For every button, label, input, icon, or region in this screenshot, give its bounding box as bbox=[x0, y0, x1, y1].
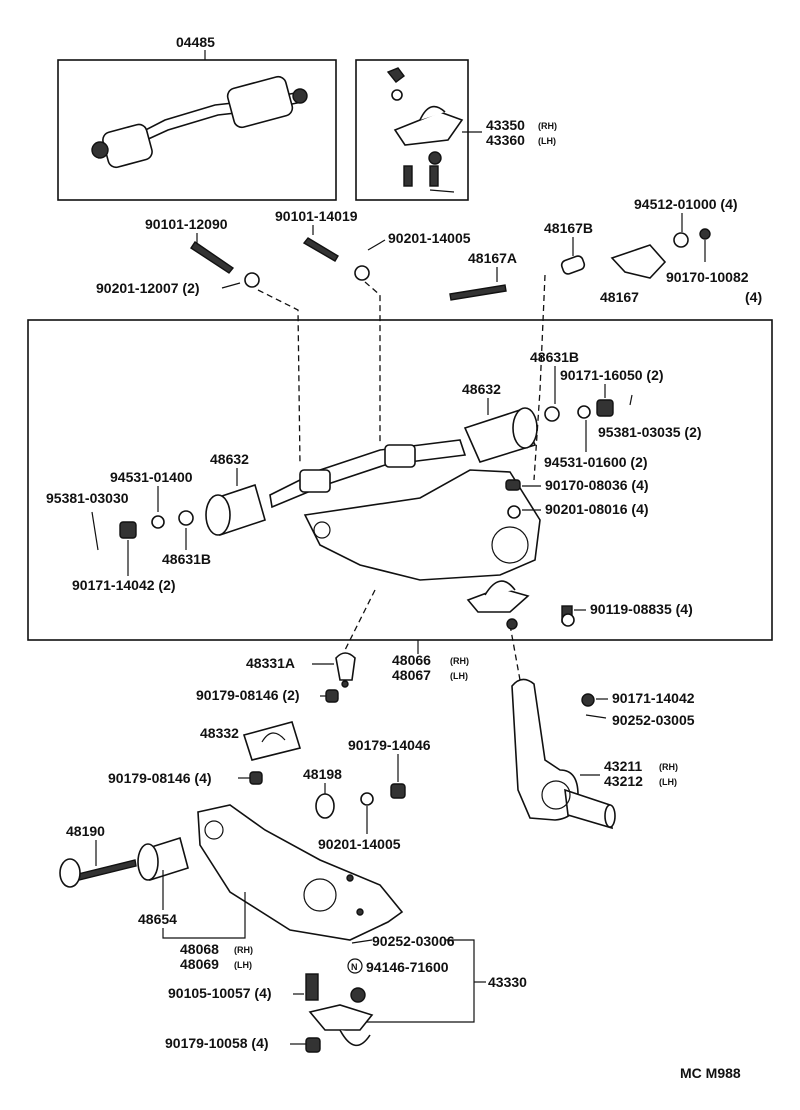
label-90179-10058: 90179-10058 (4) bbox=[165, 1035, 269, 1051]
kit-04485-box bbox=[57, 59, 337, 201]
upper-arm-group: 48631B 90171-16050 (2) 48632 95381-03035… bbox=[46, 349, 702, 630]
label-48167B: 48167B bbox=[544, 220, 593, 236]
label-90201-08016: 90201-08016 (4) bbox=[545, 501, 649, 517]
label-48167: 48167 bbox=[600, 289, 639, 305]
label-90179-08146-a: 90179-08146 (2) bbox=[196, 687, 300, 703]
label-48190: 48190 bbox=[66, 823, 105, 839]
tag-48068-rh: (RH) bbox=[234, 945, 253, 955]
label-48332: 48332 bbox=[200, 725, 239, 741]
label-94531-01600: 94531-01600 (2) bbox=[544, 454, 648, 470]
upper-arm-box bbox=[27, 319, 773, 641]
label-43212: 43212 bbox=[604, 773, 643, 789]
label-90119-08835: 90119-08835 (4) bbox=[590, 601, 693, 617]
label-43360: 43360 bbox=[486, 132, 525, 148]
tag-43350-rh: (RH) bbox=[538, 121, 557, 131]
label-48631B-b: 48631B bbox=[162, 551, 211, 567]
label-90252-03005: 90252-03005 bbox=[612, 712, 695, 728]
label-95381-03030: 95381-03030 bbox=[46, 490, 129, 506]
lower-arm-group: 48190 48654 48068 (RH) 48069 (LH) bbox=[59, 804, 404, 972]
label-90170-10082-qty: (4) bbox=[745, 289, 762, 305]
lower-ball-joint-group: 90252-03006 N 94146-71600 43330 90105-10… bbox=[165, 933, 527, 1053]
label-90101-12090: 90101-12090 bbox=[145, 216, 228, 232]
label-43330: 43330 bbox=[488, 974, 527, 990]
label-43350: 43350 bbox=[486, 117, 525, 133]
tag-43360-lh: (LH) bbox=[538, 136, 556, 146]
label-90201-12007: 90201-12007 (2) bbox=[96, 280, 200, 296]
label-95381-03035: 95381-03035 (2) bbox=[598, 424, 702, 440]
label-90201-14005-a: 90201-14005 bbox=[388, 230, 471, 246]
label-94512: 94512-01000 (4) bbox=[634, 196, 738, 212]
label-48066: 48066 bbox=[392, 652, 431, 668]
label-43211: 43211 bbox=[604, 758, 642, 774]
label-90101-14019: 90101-14019 bbox=[275, 208, 358, 224]
label-94531-01400: 94531-01400 bbox=[110, 469, 193, 485]
label-90171-14042-b: 90171-14042 bbox=[612, 690, 695, 706]
label-90179-14046: 90179-14046 bbox=[348, 737, 431, 753]
tag-43212-lh: (LH) bbox=[659, 777, 677, 787]
tag-48069-lh: (LH) bbox=[234, 960, 252, 970]
label-90170-10082: 90170-10082 bbox=[666, 269, 749, 285]
label-48067: 48067 bbox=[392, 667, 431, 683]
label-90252-03006: 90252-03006 bbox=[372, 933, 455, 949]
steering-knuckle-group: 90171-14042 90252-03005 43211 (RH) 43212… bbox=[511, 678, 695, 830]
label-94146: 94146-71600 bbox=[366, 959, 449, 975]
label-48331A: 48331A bbox=[246, 655, 295, 671]
kit-04485-group: 04485 bbox=[57, 34, 337, 201]
label-04485: 04485 bbox=[176, 34, 215, 50]
label-48167A: 48167A bbox=[468, 250, 517, 266]
tag-48067-lh: (LH) bbox=[450, 671, 468, 681]
label-90170-08036: 90170-08036 (4) bbox=[545, 477, 649, 493]
ball-joint-upper-group: 43350 (RH) 43360 (LH) bbox=[355, 59, 557, 201]
label-90179-08146-b: 90179-08146 (4) bbox=[108, 770, 212, 786]
ball-joint-upper-box bbox=[355, 59, 469, 201]
label-90201-14005-b: 90201-14005 bbox=[318, 836, 401, 852]
label-90171-14042-a: 90171-14042 (2) bbox=[72, 577, 176, 593]
tag-48066-rh: (RH) bbox=[450, 656, 469, 666]
n-mark: N bbox=[351, 962, 358, 972]
hardware-top-group: 94512-01000 (4) 90170-10082 (4) 90101-12… bbox=[96, 196, 762, 305]
tag-43211-rh: (RH) bbox=[659, 762, 678, 772]
label-48068: 48068 bbox=[180, 941, 219, 957]
label-48632-a: 48632 bbox=[462, 381, 501, 397]
label-90171-16050: 90171-16050 (2) bbox=[560, 367, 664, 383]
label-48654: 48654 bbox=[138, 911, 177, 927]
label-48198: 48198 bbox=[303, 766, 342, 782]
label-48632-b: 48632 bbox=[210, 451, 249, 467]
catalog-code: MC M988 bbox=[680, 1065, 741, 1081]
label-48069: 48069 bbox=[180, 956, 219, 972]
label-48631B-a: 48631B bbox=[530, 349, 579, 365]
label-90105-10057: 90105-10057 (4) bbox=[168, 985, 272, 1001]
